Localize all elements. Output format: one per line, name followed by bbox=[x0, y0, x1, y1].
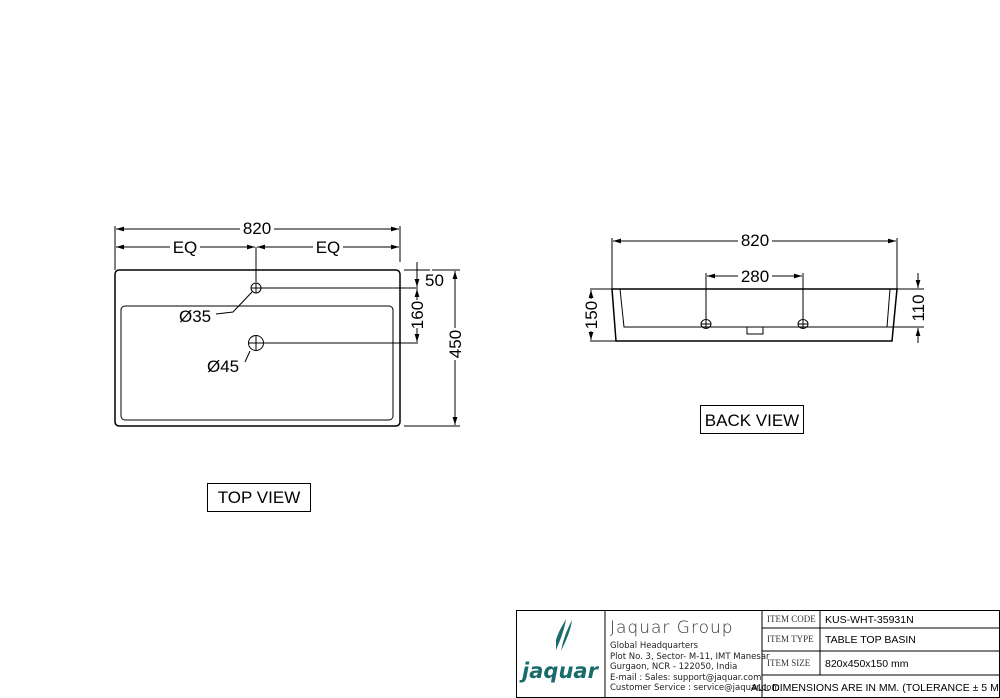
width-dimension: 820 bbox=[243, 219, 271, 238]
depth-dimension: 450 bbox=[446, 330, 465, 358]
item-size-value: 820x450x150 mm bbox=[825, 658, 909, 670]
back-view-label: BACK VIEW bbox=[705, 411, 799, 430]
eq-left-label: EQ bbox=[173, 238, 198, 257]
item-type-label: ITEM TYPE bbox=[767, 634, 814, 644]
basin-side-outline bbox=[611, 288, 898, 342]
sales-email: E-mail : Sales: support@jaquar.com bbox=[610, 673, 761, 683]
title-block: jaquar Jaquar Group Global Headquarters … bbox=[516, 610, 1000, 698]
address-line: Gurgaon, NCR - 122050, India bbox=[610, 662, 737, 672]
eq-right-label: EQ bbox=[316, 238, 341, 257]
mount-hole-right bbox=[797, 319, 809, 329]
hole-spacing-dimension: 160 bbox=[408, 301, 427, 329]
item-code-value: KUS-WHT-35931N bbox=[825, 614, 914, 626]
service-email: Customer Service : service@jaquar.com bbox=[610, 683, 780, 693]
item-type-value: TABLE TOP BASIN bbox=[825, 634, 916, 646]
company-name: Jaquar Group bbox=[610, 618, 734, 638]
waste-hole bbox=[248, 335, 264, 351]
back-width-dimension: 820 bbox=[741, 231, 769, 250]
mount-hole-left bbox=[700, 319, 712, 329]
svg-text:jaquar: jaquar bbox=[519, 659, 600, 683]
tap-offset-dimension: 50 bbox=[425, 271, 444, 290]
tap-hole bbox=[250, 282, 262, 294]
address-line: Plot No. 3, Sector- M-11, IMT Manesar bbox=[610, 652, 770, 662]
waste-hole-diameter: Ø45 bbox=[207, 357, 239, 376]
item-code-label: ITEM CODE bbox=[767, 614, 816, 624]
address-line: Global Headquarters bbox=[610, 641, 699, 651]
basin-bowl bbox=[120, 305, 394, 421]
height-dimension: 150 bbox=[582, 301, 601, 329]
dimensions-note: ALL DIMENSIONS ARE IN MM. (TOLERANCE ± 5… bbox=[751, 682, 1000, 694]
mount-spacing-dimension: 280 bbox=[741, 267, 769, 286]
item-size-label: ITEM SIZE bbox=[767, 658, 811, 668]
inner-height-dimension: 110 bbox=[909, 294, 928, 321]
jaquar-logo: jaquar bbox=[519, 619, 600, 683]
top-view: 820 EQ EQ Ø35 Ø45 50 160 bbox=[114, 218, 465, 512]
back-view: 820 280 150 110 BACK VIEW bbox=[582, 231, 928, 434]
top-view-label: TOP VIEW bbox=[218, 488, 301, 507]
tap-hole-diameter: Ø35 bbox=[179, 307, 211, 326]
basin-outline bbox=[114, 269, 401, 427]
